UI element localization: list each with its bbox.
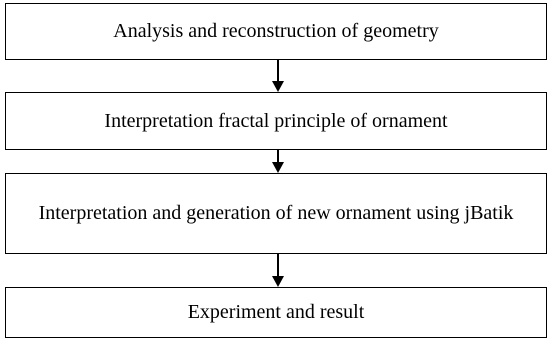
step-label: Interpretation and generation of new orn…: [38, 202, 514, 224]
arrow-head: [272, 81, 284, 92]
arrow-shaft: [277, 150, 279, 163]
step-analysis-reconstruction-geometry: Analysis and reconstruction of geometry: [5, 3, 547, 60]
arrow-shaft: [277, 254, 279, 277]
step-interpretation-generation-jbatik: Interpretation and generation of new orn…: [5, 173, 547, 254]
step-label: Interpretation fractal principle of orna…: [104, 109, 448, 132]
arrow-shaft: [277, 60, 279, 82]
arrow-down-icon: [272, 254, 284, 287]
arrow-head: [272, 162, 284, 173]
step-interpretation-fractal-principle: Interpretation fractal principle of orna…: [5, 92, 547, 150]
arrow-head: [272, 276, 284, 287]
arrow-down-icon: [272, 60, 284, 92]
step-label: Experiment and result: [187, 301, 365, 323]
step-experiment-result: Experiment and result: [5, 287, 547, 338]
step-label: Analysis and reconstruction of geometry: [113, 20, 439, 42]
arrow-down-icon: [272, 150, 284, 173]
